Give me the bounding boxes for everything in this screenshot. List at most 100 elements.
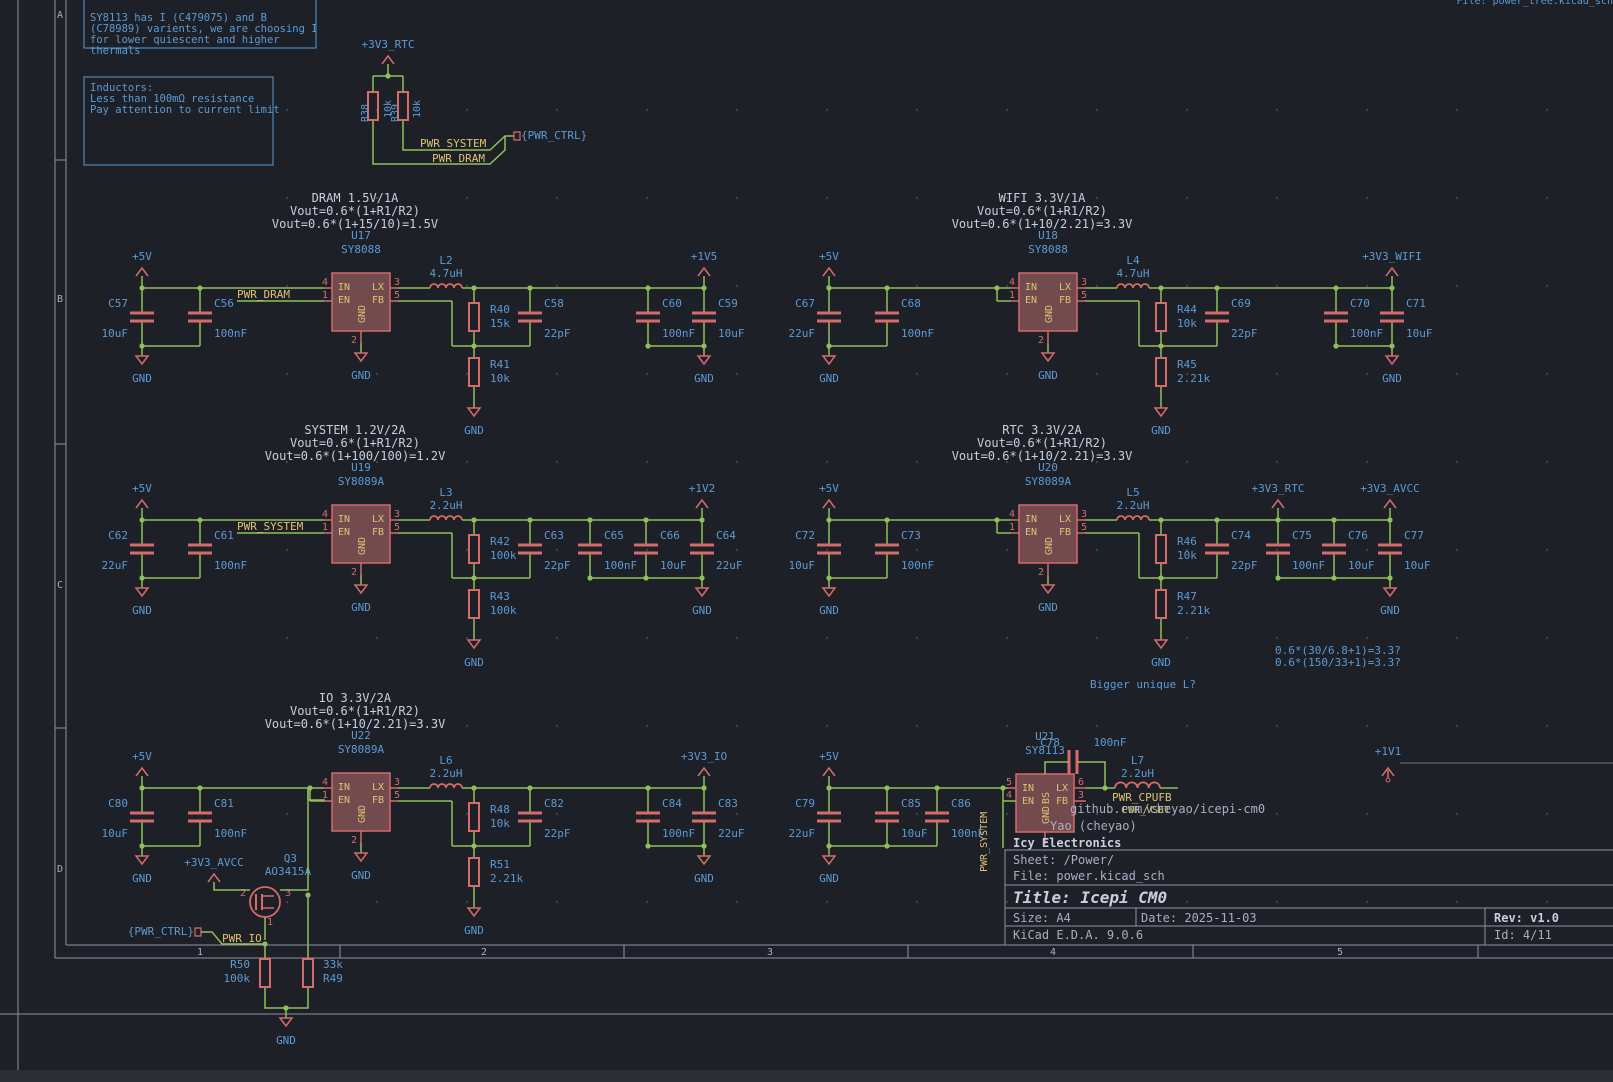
junction-dot <box>1275 575 1281 581</box>
grid-dot <box>466 725 468 727</box>
grid-dot <box>826 461 828 463</box>
gnd-symbol <box>1153 639 1169 650</box>
res-ref: R46 <box>1177 535 1197 548</box>
pin-number: 5 <box>394 790 400 801</box>
gnd-label: GND <box>1382 372 1402 385</box>
en-net-label: PWR_SYSTEM <box>237 520 304 533</box>
regulator-title: IO 3.3V/2A <box>319 691 392 705</box>
regulator-ic <box>331 272 391 332</box>
pin-number: 3 <box>394 509 400 520</box>
power-label: +5V <box>132 250 152 263</box>
regulator-ic <box>1018 272 1078 332</box>
grid-dot <box>556 901 558 903</box>
pin-number: 1 <box>322 522 328 533</box>
gnd-label: GND <box>1151 424 1171 437</box>
regulator-title: SYSTEM 1.2V/2A <box>304 423 406 437</box>
pin-number: 5 <box>394 290 400 301</box>
grid-dot <box>556 461 558 463</box>
grid-dot <box>1006 109 1008 111</box>
grid-dot <box>916 197 918 199</box>
hier-label-pwr-ctrl-io: {PWR_CTRL} <box>128 925 194 938</box>
note-line: for lower quiescent and higher <box>90 34 280 46</box>
grid-dot <box>1546 373 1548 375</box>
grid-dot <box>1186 725 1188 727</box>
junction-dot <box>994 285 1000 291</box>
grid-dot <box>1456 461 1458 463</box>
pin-en: EN <box>1025 527 1037 538</box>
frame-col-label: 1 <box>197 947 203 958</box>
grid-dot <box>1546 813 1548 815</box>
ic-value: SY8089A <box>338 743 385 756</box>
grid-dot <box>1276 285 1278 287</box>
cap-value: 10uF <box>1404 559 1431 572</box>
inductor <box>429 283 463 289</box>
note-line: (C78989) varients, we are choosing I <box>90 23 318 35</box>
formula-2: Vout=0.6*(1+10/2.21)=3.3V <box>952 217 1133 231</box>
pin-en: EN <box>1025 295 1037 306</box>
cap-ref: C85 <box>901 797 921 810</box>
r49-value: 33k <box>323 958 343 971</box>
inductor <box>1116 283 1150 289</box>
res-ref: R42 <box>490 535 510 548</box>
grid-dot <box>466 461 468 463</box>
grid-dot <box>286 901 288 903</box>
pin-number: 5 <box>1081 522 1087 533</box>
inductor-value: 2.2uH <box>1121 767 1154 780</box>
grid-dot <box>1456 901 1458 903</box>
grid-dot <box>286 637 288 639</box>
tb-file: File: power.kicad_sch <box>1013 869 1165 883</box>
ic-value: SY8089A <box>338 475 385 488</box>
cap-ref: C70 <box>1350 297 1370 310</box>
grid-dot <box>1006 285 1008 287</box>
res-ref: R45 <box>1177 358 1197 371</box>
grid-dot <box>1096 461 1098 463</box>
cap-value: 22pF <box>1231 559 1258 572</box>
power-symbol <box>1381 766 1395 777</box>
ic-ref: U22 <box>351 729 371 742</box>
grid-dot <box>1006 373 1008 375</box>
note-line: Inductors: <box>90 82 153 94</box>
cap-ref: C79 <box>795 797 815 810</box>
wire <box>201 931 265 945</box>
grid-dot <box>466 285 468 287</box>
grid-dot <box>916 373 918 375</box>
note-box <box>83 76 274 166</box>
gnd-label: GND <box>132 604 152 617</box>
pin-gnd: GND <box>357 537 368 555</box>
grid-dot <box>1186 109 1188 111</box>
grid-dot <box>376 901 378 903</box>
pin-number: 3 <box>1078 790 1084 801</box>
grid-dot <box>1096 109 1098 111</box>
gnd-label: GND <box>819 372 839 385</box>
grid-dot <box>1366 725 1368 727</box>
inductor-ref: L4 <box>1126 254 1140 267</box>
pin-number: 4 <box>1006 790 1012 801</box>
grid-dot <box>376 461 378 463</box>
cap-ref: C66 <box>660 529 680 542</box>
junction-dot <box>994 517 1000 523</box>
res-value: 10k <box>1177 549 1197 562</box>
grid-dot <box>646 549 648 551</box>
pin-number: 3 <box>285 888 291 899</box>
ic-ref: U21 <box>1035 730 1055 743</box>
grid-dot <box>1186 197 1188 199</box>
tb-sheet: Sheet: /Power/ <box>1013 853 1114 867</box>
tb-title: Title: Icepi CM0 <box>1013 888 1167 907</box>
cap-ref: C64 <box>716 529 736 542</box>
gnd-symbol <box>821 355 837 366</box>
note-box <box>83 0 317 49</box>
grid-dot <box>1546 549 1548 551</box>
tb-url: github.com/cheyao/icepi-cm0 <box>1070 802 1265 816</box>
gnd-symbol <box>1040 584 1056 595</box>
cap-value: 100nF <box>214 327 247 340</box>
resistor <box>468 534 480 564</box>
grid-dot <box>1366 285 1368 287</box>
note-line: Less than 100mΩ resistance <box>90 93 254 105</box>
ic-value: SY8088 <box>1028 243 1068 256</box>
grid-dot <box>1546 461 1548 463</box>
resistor <box>397 91 409 121</box>
pin-fb: FB <box>1056 796 1068 807</box>
grid-dot <box>736 549 738 551</box>
